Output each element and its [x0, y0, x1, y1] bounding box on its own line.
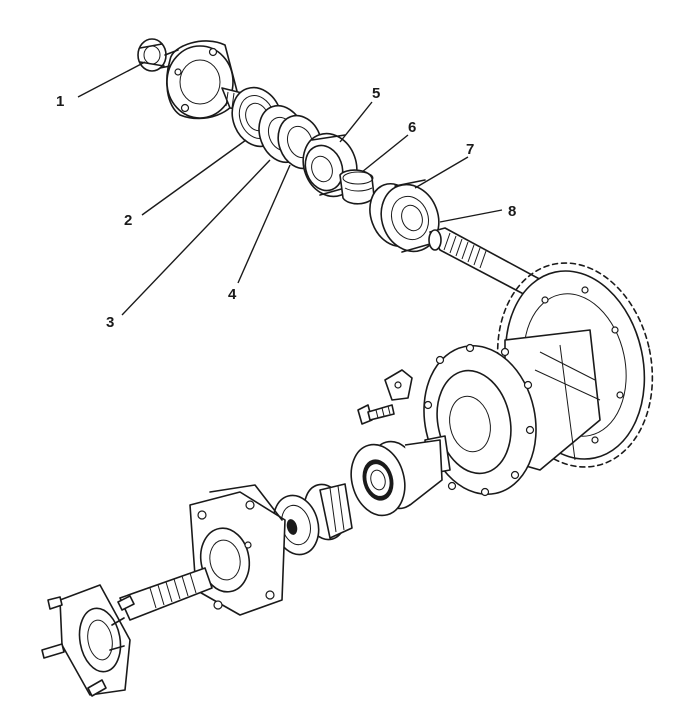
bolt	[357, 404, 395, 425]
leader-line-3	[121, 159, 271, 316]
leader-line-2	[141, 139, 247, 216]
side-flange-housing	[189, 484, 286, 616]
callout-6: 6	[408, 119, 416, 136]
side-bearing-cage	[272, 483, 353, 556]
leader-lines	[77, 61, 503, 316]
leader-line-4	[237, 164, 291, 284]
callout-2: 2	[124, 212, 132, 229]
output-flange	[159, 40, 257, 120]
output-flange-nut	[137, 38, 167, 72]
leader-line-7	[414, 156, 469, 189]
callout-4: 4	[228, 286, 237, 303]
callout-1: 1	[56, 93, 64, 110]
inner-bearing	[369, 179, 440, 253]
leader-line-1	[77, 61, 146, 98]
collapsible-spacer	[339, 169, 375, 205]
lock-tab	[384, 369, 413, 401]
callout-5: 5	[372, 85, 380, 102]
leader-line-5	[339, 101, 373, 143]
differential-bearing	[350, 439, 443, 517]
drive-flange-shaft	[41, 567, 213, 697]
callout-8: 8	[508, 203, 516, 220]
leader-line-6	[361, 134, 409, 173]
callout-labels: 1 2 3 4 5 6 7 8	[56, 85, 516, 331]
callout-3: 3	[106, 314, 114, 331]
leader-line-8	[439, 209, 503, 223]
callout-7: 7	[466, 141, 474, 158]
